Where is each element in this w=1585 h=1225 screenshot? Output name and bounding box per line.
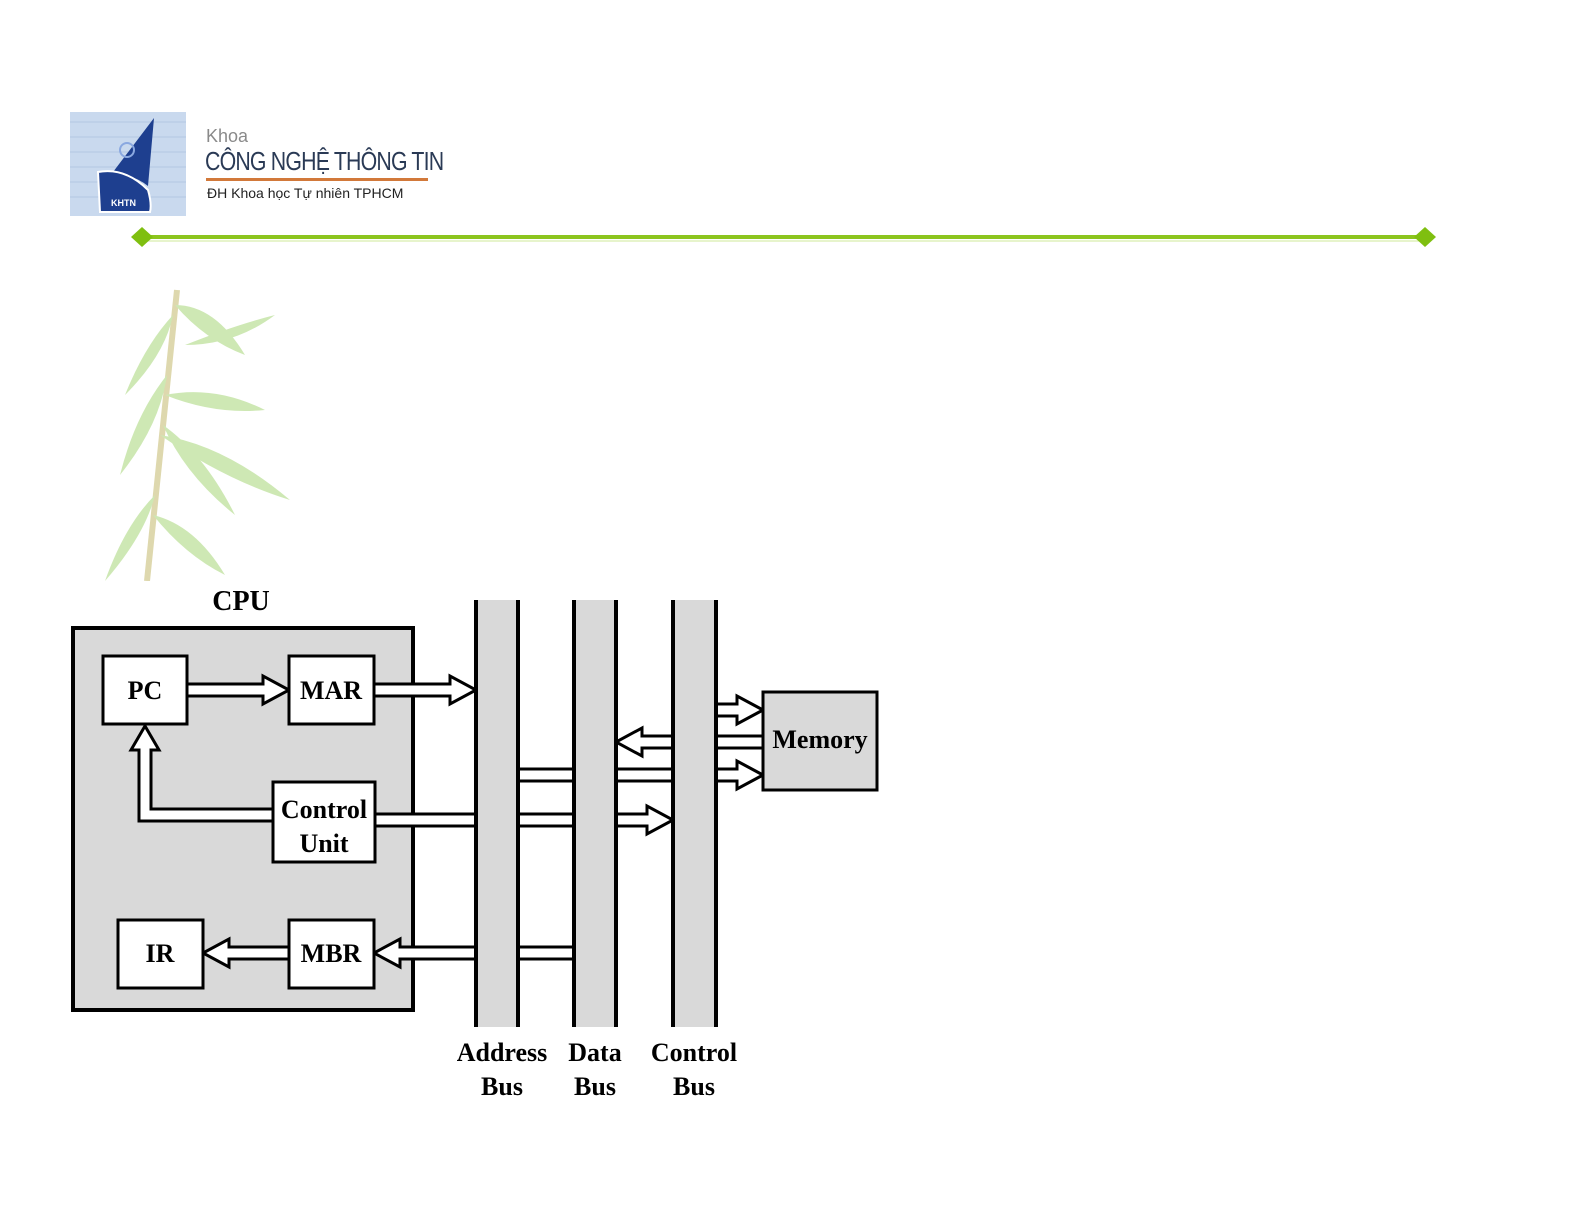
arrow-control-unit-to-control-bus	[373, 803, 677, 837]
address-bus	[474, 600, 520, 1027]
arrow-pc-to-mar	[185, 673, 293, 707]
arrow-mbr-to-ir	[199, 936, 291, 970]
pc-label: PC	[128, 676, 163, 705]
control-bus-label-1: Control	[651, 1038, 737, 1067]
khtn-logo-icon: KHTN	[70, 112, 186, 216]
memory-box	[761, 690, 879, 792]
arrow-control-unit-to-pc	[128, 723, 275, 823]
diamond-right-icon	[1414, 227, 1436, 247]
logo-text-university: ĐH Khoa học Tự nhiên TPHCM	[207, 185, 404, 201]
logo-text-faculty: CÔNG NGHỆ THÔNG TIN	[205, 146, 444, 176]
control-bus-label-2: Bus	[673, 1072, 715, 1101]
address-bus-label-1: Address	[457, 1038, 548, 1067]
data-bus-label-1: Data	[568, 1038, 621, 1067]
control-bus	[671, 600, 718, 1027]
control-unit	[271, 780, 377, 864]
data-bus	[572, 600, 618, 1027]
logo-underline	[206, 178, 428, 181]
mbr-label: MBR	[301, 939, 362, 968]
pc-register	[101, 654, 189, 726]
memory-label: Memory	[772, 725, 867, 754]
cpu-label: CPU	[212, 586, 270, 617]
logo-text-khoa: Khoa	[206, 126, 249, 146]
mar-register	[287, 654, 376, 726]
address-bus-label-2: Bus	[481, 1072, 523, 1101]
bamboo-decoration-icon	[105, 289, 290, 581]
control-unit-label-1: Control	[281, 795, 367, 824]
header-divider	[131, 227, 1436, 247]
mar-label: MAR	[300, 676, 362, 705]
faculty-logo: KHTN	[70, 112, 450, 216]
diamond-left-icon	[131, 227, 153, 247]
ir-label: IR	[146, 939, 175, 968]
svg-text:KHTN: KHTN	[111, 198, 136, 208]
arrow-mar-to-address-bus	[372, 673, 480, 707]
mbr-register	[287, 918, 376, 990]
arrow-address-bus-to-memory	[516, 758, 767, 792]
control-unit-label-2: Unit	[299, 829, 348, 858]
ir-register	[116, 918, 205, 990]
data-bus-label-2: Bus	[574, 1072, 616, 1101]
arrow-control-bus-to-memory	[714, 693, 767, 727]
